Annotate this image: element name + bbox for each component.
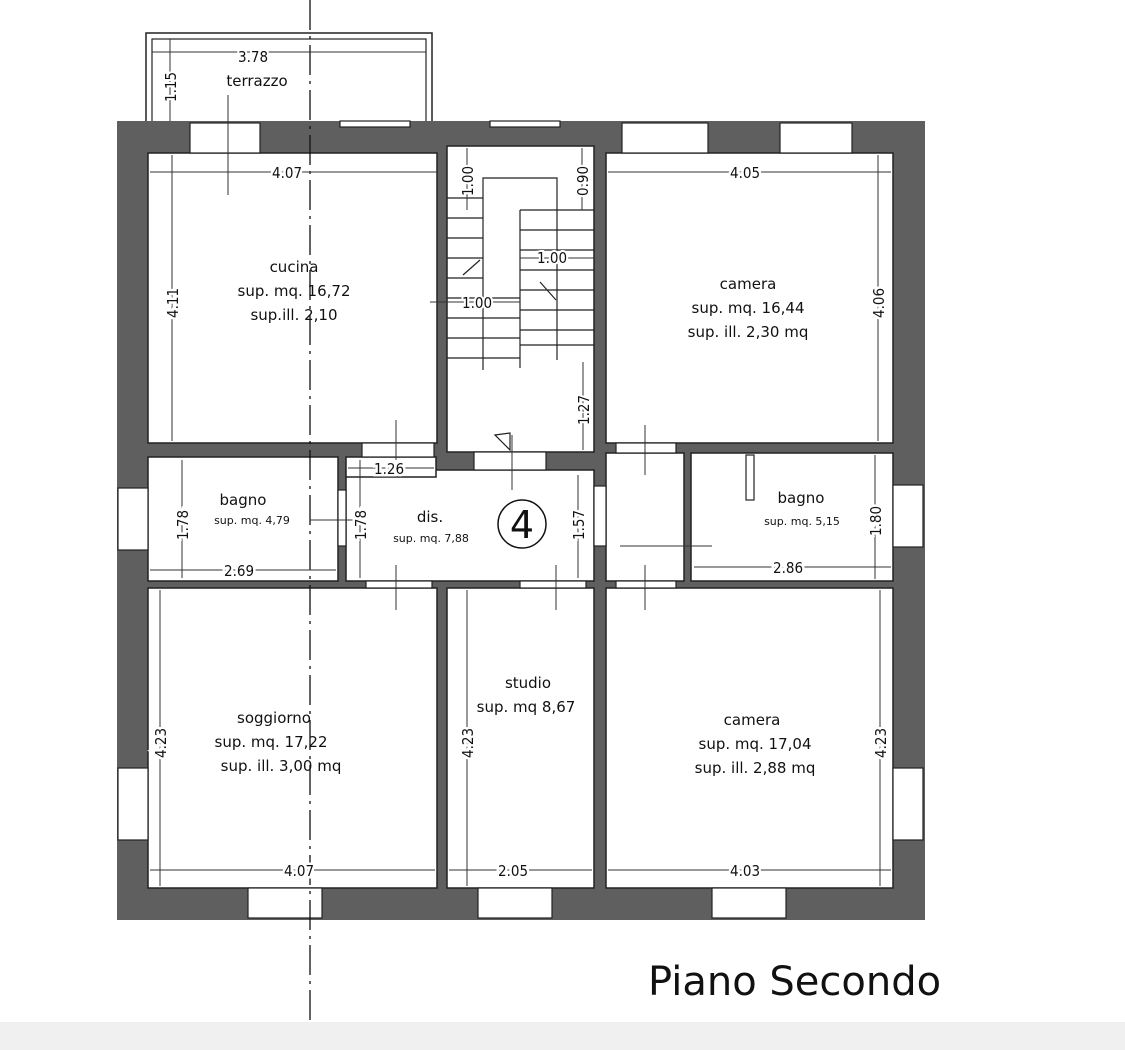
dim-camera1-w: 4.05 — [730, 164, 760, 182]
room-camera-bottom — [605, 587, 894, 889]
area-cucina: sup. mq. 16,72 — [238, 282, 351, 300]
dim-camera2-w: 4.03 — [730, 862, 760, 880]
label-soggiorno: soggiorno — [237, 709, 311, 727]
label-bagno2: bagno — [778, 489, 825, 507]
room-bagno-left — [147, 456, 339, 582]
footer-bar — [0, 1022, 1125, 1050]
dim-studio-w: 2.05 — [498, 862, 528, 880]
dim-dis-h: 1.78 — [352, 510, 370, 540]
ill-cucina: sup.ill. 2,10 — [250, 306, 337, 324]
area-soggiorno: sup. mq. 17,22 — [215, 733, 328, 751]
room-camera-top — [605, 152, 894, 444]
area-camera2: sup. mq. 17,04 — [699, 735, 812, 753]
terrace — [145, 32, 433, 124]
dim-stair-4: 1.00 — [462, 294, 492, 312]
dim-camera1-h: 4.06 — [870, 288, 888, 318]
label-studio: studio — [505, 674, 551, 692]
dim-studio-h: 4.23 — [459, 728, 477, 758]
room-dis — [345, 469, 595, 582]
dim-terrazzo-w: 3.78 — [238, 48, 268, 66]
room-cucina — [147, 152, 438, 444]
dim-terrazzo-h: 1.15 — [162, 72, 180, 102]
room-studio — [446, 587, 595, 889]
dim-bagno1-w: 2.69 — [224, 562, 254, 580]
area-bagno1: sup. mq. 4,79 — [214, 514, 290, 527]
dim-stair-3: 1.00 — [537, 249, 567, 267]
floor-marker-circle — [497, 499, 547, 549]
area-camera1: sup. mq. 16,44 — [692, 299, 805, 317]
dim-stair-1: 1.00 — [459, 166, 477, 196]
room-bagno-right — [690, 452, 894, 582]
dim-stair-2: 0.90 — [574, 166, 592, 196]
area-studio: sup. mq 8,67 — [477, 698, 576, 716]
room-soggiorno — [147, 587, 438, 889]
dim-cucina-w: 4.07 — [272, 164, 302, 182]
dim-dis-h2: 1.57 — [570, 510, 588, 540]
dim-soggiorno-w: 4.07 — [284, 862, 314, 880]
plan-title: Piano Secondo — [648, 959, 941, 1005]
dim-bagno2-w: 2.86 — [773, 559, 803, 577]
label-camera2: camera — [724, 711, 781, 729]
dim-bagno2-h: 1.80 — [867, 506, 885, 536]
floor-marker: 4 — [510, 503, 534, 547]
area-dis: sup. mq. 7,88 — [393, 532, 469, 545]
dim-camera2-h: 4.23 — [872, 728, 890, 758]
area-bagno2: sup. mq. 5,15 — [764, 515, 840, 528]
dimension-lines — [150, 39, 891, 886]
label-terrazzo: terrazzo — [226, 72, 287, 90]
label-dis: dis. — [417, 508, 443, 526]
label-cucina: cucina — [270, 258, 319, 276]
dim-bagno1-h: 1.78 — [174, 510, 192, 540]
windows — [117, 120, 924, 919]
dim-soggiorno-h: 4.23 — [152, 728, 170, 758]
label-camera1: camera — [720, 275, 777, 293]
ill-soggiorno: sup. ill. 3,00 mq — [221, 757, 342, 775]
dim-dis-w: 1.26 — [374, 460, 404, 478]
ill-camera1: sup. ill. 2,30 mq — [688, 323, 809, 341]
dim-stair-5: 1.27 — [575, 395, 593, 425]
label-bagno1: bagno — [220, 491, 267, 509]
ill-camera2: sup. ill. 2,88 mq — [695, 759, 816, 777]
dim-cucina-h: 4.11 — [164, 288, 182, 318]
